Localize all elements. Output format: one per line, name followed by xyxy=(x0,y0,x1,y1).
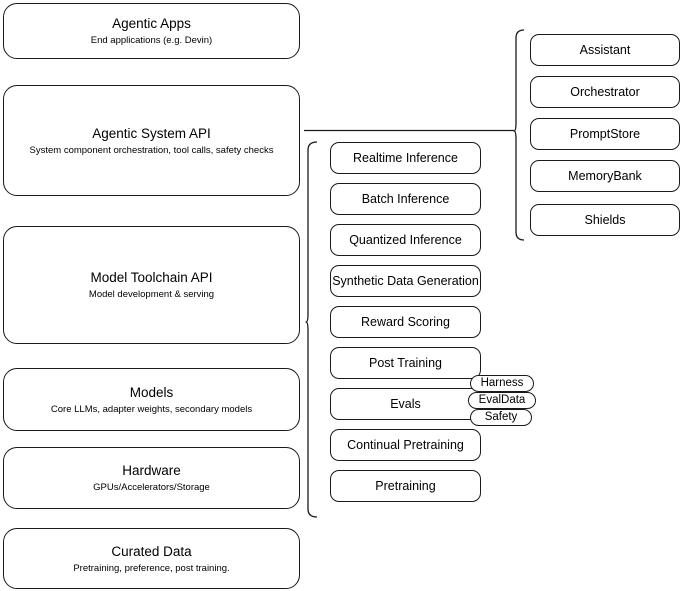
layer-subtitle: GPUs/Accelerators/Storage xyxy=(93,482,210,493)
system-item-label: PromptStore xyxy=(569,126,641,141)
toolchain-item-label: Realtime Inference xyxy=(353,150,458,165)
layer-hardware[interactable]: Hardware GPUs/Accelerators/Storage xyxy=(3,447,300,509)
agentic-system-brace-icon xyxy=(513,29,525,241)
toolchain-item-label: Post Training xyxy=(369,355,442,370)
layer-subtitle: Core LLMs, adapter weights, secondary mo… xyxy=(50,403,253,415)
toolchain-item-post-training[interactable]: Post Training xyxy=(330,347,481,379)
toolchain-item-label: Batch Inference xyxy=(361,191,450,206)
toolchain-item-synthetic-data-generation[interactable]: Synthetic Data Generation xyxy=(330,265,481,297)
model-toolchain-brace-icon xyxy=(305,141,318,518)
system-item-label: MemoryBank xyxy=(568,168,642,183)
layer-title: Models xyxy=(129,384,174,400)
toolchain-item-label: Pretraining xyxy=(375,478,436,493)
toolchain-item-pretraining[interactable]: Pretraining xyxy=(330,470,481,502)
system-item-shields[interactable]: Shields xyxy=(530,204,680,236)
toolchain-item-evals[interactable]: Evals xyxy=(330,388,481,420)
toolchain-item-label: Quantized Inference xyxy=(349,232,462,247)
system-item-orchestrator[interactable]: Orchestrator xyxy=(530,76,680,108)
toolchain-item-realtime-inference[interactable]: Realtime Inference xyxy=(330,142,481,174)
system-item-label: Assistant xyxy=(579,42,631,57)
toolchain-item-batch-inference[interactable]: Batch Inference xyxy=(330,183,481,215)
layer-model-toolchain-api[interactable]: Model Toolchain API Model development & … xyxy=(3,226,300,344)
layer-subtitle: Pretraining, preference, post training. xyxy=(73,562,230,574)
evals-tag-evaldata[interactable]: EvalData xyxy=(468,392,536,409)
evals-tag-label: EvalData xyxy=(478,394,526,406)
system-item-assistant[interactable]: Assistant xyxy=(530,34,680,66)
layer-title: Agentic Apps xyxy=(112,16,191,31)
system-item-memorybank[interactable]: MemoryBank xyxy=(530,160,680,192)
evals-tag-label: Harness xyxy=(480,377,524,389)
toolchain-item-label: Continual Pretraining xyxy=(347,437,464,452)
toolchain-item-label: Reward Scoring xyxy=(361,314,450,329)
layer-agentic-system-api[interactable]: Agentic System API System component orch… xyxy=(3,85,300,196)
toolchain-item-continual-pretraining[interactable]: Continual Pretraining xyxy=(330,429,481,461)
layer-title: Model Toolchain API xyxy=(90,270,213,285)
layer-title: Curated Data xyxy=(111,543,192,559)
layer-title: Agentic System API xyxy=(92,125,211,141)
evals-tag-harness[interactable]: Harness xyxy=(470,375,534,392)
layer-title: Hardware xyxy=(122,463,181,478)
layer-curated-data[interactable]: Curated Data Pretraining, preference, po… xyxy=(3,528,300,589)
layer-models[interactable]: Models Core LLMs, adapter weights, secon… xyxy=(3,368,300,431)
toolchain-item-label: Evals xyxy=(390,396,421,411)
system-item-label: Shields xyxy=(584,212,626,227)
layer-subtitle: End applications (e.g. Devin) xyxy=(90,35,213,46)
layer-agentic-apps[interactable]: Agentic Apps End applications (e.g. Devi… xyxy=(3,3,300,59)
layer-subtitle: System component orchestration, tool cal… xyxy=(29,144,274,156)
evals-tag-label: Safety xyxy=(484,411,518,423)
toolchain-item-label: Synthetic Data Generation xyxy=(332,273,479,288)
evals-tag-safety[interactable]: Safety xyxy=(470,409,532,426)
system-item-promptstore[interactable]: PromptStore xyxy=(530,118,680,150)
toolchain-item-reward-scoring[interactable]: Reward Scoring xyxy=(330,306,481,338)
layer-subtitle: Model development & serving xyxy=(88,289,215,300)
toolchain-item-quantized-inference[interactable]: Quantized Inference xyxy=(330,224,481,256)
system-item-label: Orchestrator xyxy=(570,84,640,99)
